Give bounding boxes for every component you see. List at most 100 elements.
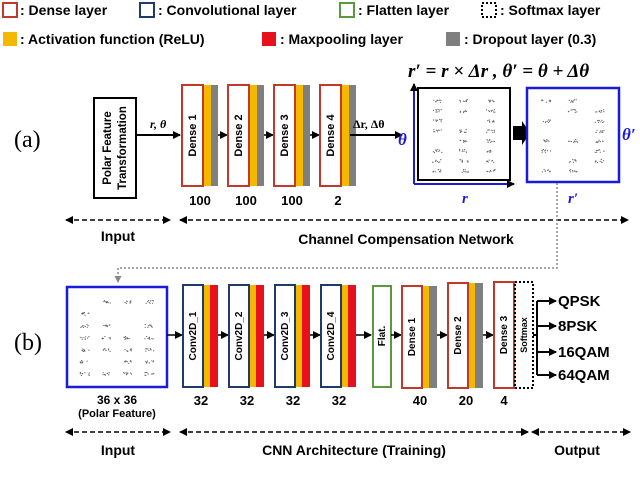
constellation-dot xyxy=(88,349,90,351)
conv-layer-label: Conv2D_4 xyxy=(326,311,337,360)
constellation-dot xyxy=(464,171,466,173)
dense-layer-units: 100 xyxy=(189,193,211,208)
constellation-dot xyxy=(104,336,106,338)
constellation-dot xyxy=(603,130,605,132)
constellation-dot xyxy=(123,372,125,374)
constellation-dot xyxy=(438,111,440,113)
dense-layer-box xyxy=(227,84,250,187)
constellation-dot xyxy=(545,101,548,103)
constellation-dot xyxy=(125,302,127,304)
constellation-dot xyxy=(440,109,442,111)
dense-layer-label: Dense 2 xyxy=(453,316,464,355)
constellation-dot xyxy=(103,348,105,350)
legend-dropout-swatch xyxy=(446,32,460,46)
constellation-dot xyxy=(600,121,602,123)
constellation-dot xyxy=(545,149,547,151)
constellation-dot xyxy=(601,119,603,121)
constellation-dot xyxy=(440,129,442,131)
constellation-dot xyxy=(146,362,148,364)
constellation-dot xyxy=(130,361,132,363)
constellation-dot xyxy=(83,313,85,315)
constellation-dot xyxy=(493,121,495,123)
compensated-constellation-image xyxy=(525,86,621,184)
constellation-dot xyxy=(569,169,571,171)
constellation-dot xyxy=(87,312,89,314)
constellation-dot xyxy=(124,372,126,374)
softmax-layer-box xyxy=(514,281,534,389)
constellation-dot xyxy=(459,111,461,113)
constellation-dot xyxy=(572,169,574,172)
constellation-dot xyxy=(86,360,88,362)
constellation-dot xyxy=(568,161,571,163)
dense-layer-units: 4 xyxy=(500,393,508,408)
constellation-dot xyxy=(439,161,441,163)
dropout-bar xyxy=(475,283,483,388)
conv-layer-box xyxy=(182,284,204,388)
constellation-dot xyxy=(146,335,148,338)
constellation-dot xyxy=(432,151,434,153)
constellation-dot xyxy=(439,169,441,171)
constellation-dot xyxy=(147,337,149,339)
constellation-dot xyxy=(151,360,153,362)
constellation-dot xyxy=(153,373,155,375)
output-class-qpsk: QPSK xyxy=(558,293,601,310)
constellation-dot xyxy=(491,99,493,101)
constellation-dot xyxy=(544,140,546,142)
constellation-dot xyxy=(86,326,88,328)
constellation-dot xyxy=(439,149,441,151)
constellation-dot xyxy=(549,100,551,102)
constellation-dot xyxy=(575,99,577,101)
constellation-dot xyxy=(570,109,572,111)
constellation-dot xyxy=(433,129,435,131)
constellation-dot xyxy=(600,158,602,161)
flatten-layer-label: Flat. xyxy=(377,326,388,347)
constellation-dot xyxy=(541,171,543,173)
constellation-dot xyxy=(433,119,435,121)
dense-layer-label: Dense 3 xyxy=(279,114,291,156)
constellation-dot xyxy=(102,337,104,340)
constellation-dot xyxy=(492,141,494,143)
constellation-dot xyxy=(596,151,598,153)
dense-layer-box xyxy=(319,84,342,187)
constellation-dot xyxy=(464,110,466,112)
constellation-dot xyxy=(148,300,150,302)
constellation-dot xyxy=(461,159,463,161)
constellation-dot xyxy=(487,150,489,152)
constellation-dot xyxy=(493,169,495,171)
constellation-dot xyxy=(460,130,462,132)
constellation-dot xyxy=(543,168,545,171)
constellation-dot xyxy=(130,349,132,351)
constellation-dot xyxy=(548,169,550,171)
constellation-dot xyxy=(543,139,545,141)
conv-layer-units: 32 xyxy=(286,393,300,408)
constellation-dot xyxy=(108,349,110,351)
constellation-dot xyxy=(439,101,441,103)
constellation-dot xyxy=(572,101,574,103)
constellation-dot xyxy=(547,169,549,171)
constellation-dot xyxy=(486,131,488,133)
constellation-dot xyxy=(599,141,602,143)
constellation-dot xyxy=(103,324,105,327)
constellation-dot xyxy=(576,111,578,113)
constellation-dot xyxy=(148,302,150,304)
constellation-dot xyxy=(493,131,495,133)
constellation-dot xyxy=(546,140,548,142)
constellation-dot xyxy=(432,109,435,111)
constellation-dot xyxy=(492,170,494,172)
activation-bar xyxy=(250,85,257,186)
dense-layer-box xyxy=(273,84,296,187)
output-class-16qam: 16QAM xyxy=(558,344,610,361)
constellation-dot xyxy=(487,140,489,142)
maxpool-bar xyxy=(256,285,264,387)
constellation-dot xyxy=(150,349,152,351)
constellation-dot xyxy=(544,150,546,152)
constellation-dot xyxy=(148,324,151,326)
constellation-dot xyxy=(80,362,82,364)
constellation-dot xyxy=(83,312,85,314)
legend-maxpool-swatch xyxy=(262,32,276,46)
theta-label: θ xyxy=(398,130,407,149)
constellation-dot xyxy=(544,141,546,143)
activation-bar xyxy=(342,285,348,387)
conv-block-2: Conv2D_232 xyxy=(228,284,275,408)
constellation-dot xyxy=(594,121,596,123)
